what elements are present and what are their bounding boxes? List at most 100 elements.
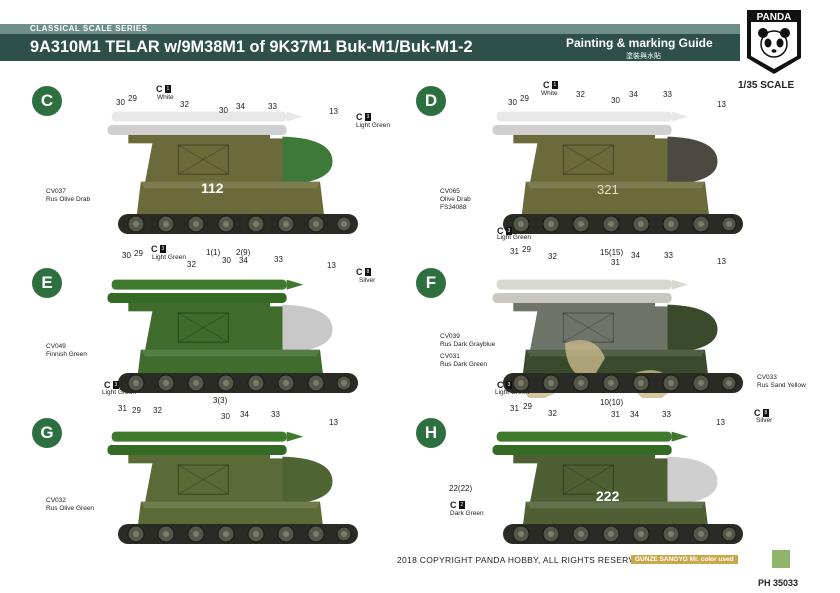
scheme-badge-d: D bbox=[416, 86, 446, 116]
callout-d-33: 33 bbox=[663, 90, 672, 99]
callout-h-33: 33 bbox=[662, 410, 671, 419]
wheels-scheme-e bbox=[118, 371, 358, 395]
copyright: 2018 COPYRIGHT PANDA HOBBY, ALL RIGHTS R… bbox=[397, 555, 650, 565]
callout-h-13: 13 bbox=[716, 418, 725, 427]
callout-f-34: 34 bbox=[631, 251, 640, 260]
callout-c-13: 13 bbox=[329, 107, 338, 116]
callout-h-32: 32 bbox=[548, 409, 557, 418]
callout-e-34: 34 bbox=[239, 256, 248, 265]
callout-f-32: 32 bbox=[548, 252, 557, 261]
color-f2-name: Rus Dark Green bbox=[440, 361, 487, 368]
wheels-scheme-g bbox=[118, 522, 358, 546]
callout-c-30b: 30 bbox=[219, 106, 228, 115]
callout-h-29: 29 bbox=[523, 402, 532, 411]
callout-e-29: 29 bbox=[134, 249, 143, 258]
wheels-scheme-d bbox=[503, 212, 743, 236]
color-c-code: CV037 bbox=[46, 188, 66, 195]
color-d-code: CV065 bbox=[440, 188, 460, 195]
callout-c-29: 29 bbox=[128, 94, 137, 103]
chip-h-silver-label: Silver bbox=[756, 417, 773, 424]
callout-d-30b: 30 bbox=[611, 96, 620, 105]
callout-c-2: 2(9) bbox=[236, 248, 251, 257]
callout-g-33: 33 bbox=[271, 410, 280, 419]
chip-h-green-label: Light Green bbox=[495, 389, 529, 396]
scheme-badge-c: C bbox=[32, 86, 62, 116]
callout-d-30: 30 bbox=[508, 98, 517, 107]
callout-h-34: 34 bbox=[630, 410, 639, 419]
gunze-badge: GUNZE SANGYO Mr. color used bbox=[631, 555, 738, 564]
callout-e-30b: 30 bbox=[222, 256, 231, 265]
callout-h-31: 31 bbox=[510, 404, 519, 413]
callout-g-34: 34 bbox=[240, 410, 249, 419]
callout-e-30: 30 bbox=[122, 251, 131, 260]
callout-h-31b: 31 bbox=[611, 410, 620, 419]
hull-number-d: 321 bbox=[597, 182, 619, 197]
color-d-extra: FS34088 bbox=[440, 204, 467, 211]
chip-g-green-label: Light Green bbox=[102, 389, 136, 396]
callout-g-30: 30 bbox=[221, 412, 230, 421]
callout-e-13: 13 bbox=[327, 261, 336, 270]
guide-subtitle: 塗裝與水貼 bbox=[626, 53, 661, 60]
scheme-badge-g: G bbox=[32, 418, 62, 448]
callout-d-29: 29 bbox=[520, 94, 529, 103]
chip-e-silver-label: Silver bbox=[359, 277, 376, 284]
callout-f-33: 33 bbox=[664, 251, 673, 260]
callout-h-10: 10(10) bbox=[600, 398, 624, 407]
color-d-name: Olive Drab bbox=[440, 196, 471, 203]
logo-text: PANDA bbox=[757, 12, 792, 23]
callout-f-31b: 31 bbox=[611, 258, 620, 267]
header: CLASSICAL SCALE SERIES 9A310M1 TELAR w/9… bbox=[0, 0, 840, 61]
scheme-badge-f: F bbox=[416, 268, 446, 298]
wheels-scheme-c bbox=[118, 212, 358, 236]
callout-g-29: 29 bbox=[132, 406, 141, 415]
series-label: CLASSICAL SCALE SERIES bbox=[30, 24, 148, 33]
callout-f-31: 31 bbox=[510, 247, 519, 256]
hull-number-c: 112 bbox=[201, 180, 224, 196]
color-g-name: Rus Olive Green bbox=[46, 505, 95, 512]
page-title: 9A310M1 TELAR w/9M38M1 of 9K37M1 Buk-M1/… bbox=[30, 37, 473, 56]
color-e-code: CV049 bbox=[46, 343, 66, 350]
chip-e-green-label: Light Green bbox=[152, 254, 186, 261]
guide-title: Painting & marking Guide bbox=[566, 36, 713, 50]
product-code: PH 35033 bbox=[758, 578, 799, 588]
color-g-code: CV032 bbox=[46, 497, 66, 504]
chip-h-dark-label: Dark Green bbox=[450, 510, 484, 517]
wheels-scheme-h bbox=[503, 522, 743, 546]
callout-e-32: 32 bbox=[187, 260, 196, 269]
callout-h-22: 22(22) bbox=[449, 484, 473, 493]
title-bar bbox=[0, 34, 740, 61]
hull-number-h: 222 bbox=[596, 488, 620, 504]
scheme-badge-e: E bbox=[32, 268, 62, 298]
chip-c-green-label: Light Green bbox=[356, 122, 390, 129]
color-f1-name: Rus Dark Grayblue bbox=[440, 341, 496, 348]
wheels-scheme-f bbox=[503, 371, 743, 395]
corner-logo bbox=[772, 550, 790, 568]
callout-f-15: 15(15) bbox=[600, 248, 624, 257]
chip-f-green-label: Light Green bbox=[497, 234, 531, 241]
callout-g-31: 31 bbox=[118, 404, 127, 413]
callout-c-34: 34 bbox=[236, 102, 245, 111]
scale-label: 1/35 SCALE bbox=[738, 80, 795, 91]
callout-c-33: 33 bbox=[268, 102, 277, 111]
color-f1-code: CV039 bbox=[440, 333, 460, 340]
callout-e-33: 33 bbox=[274, 255, 283, 264]
color-f3-code: CV033 bbox=[757, 374, 777, 381]
panda-logo: PANDA bbox=[747, 10, 801, 74]
callout-c-1: 1(1) bbox=[206, 248, 221, 257]
scheme-badge-h: H bbox=[416, 418, 446, 448]
vehicle-scheme-d bbox=[491, 111, 719, 220]
callout-d-32: 32 bbox=[576, 90, 585, 99]
callout-g-13: 13 bbox=[329, 418, 338, 427]
callout-c-32: 32 bbox=[180, 100, 189, 109]
callout-f-29: 29 bbox=[522, 245, 531, 254]
chip-c-white-label: White bbox=[157, 94, 174, 101]
color-e-name: Finnish Green bbox=[46, 351, 87, 358]
